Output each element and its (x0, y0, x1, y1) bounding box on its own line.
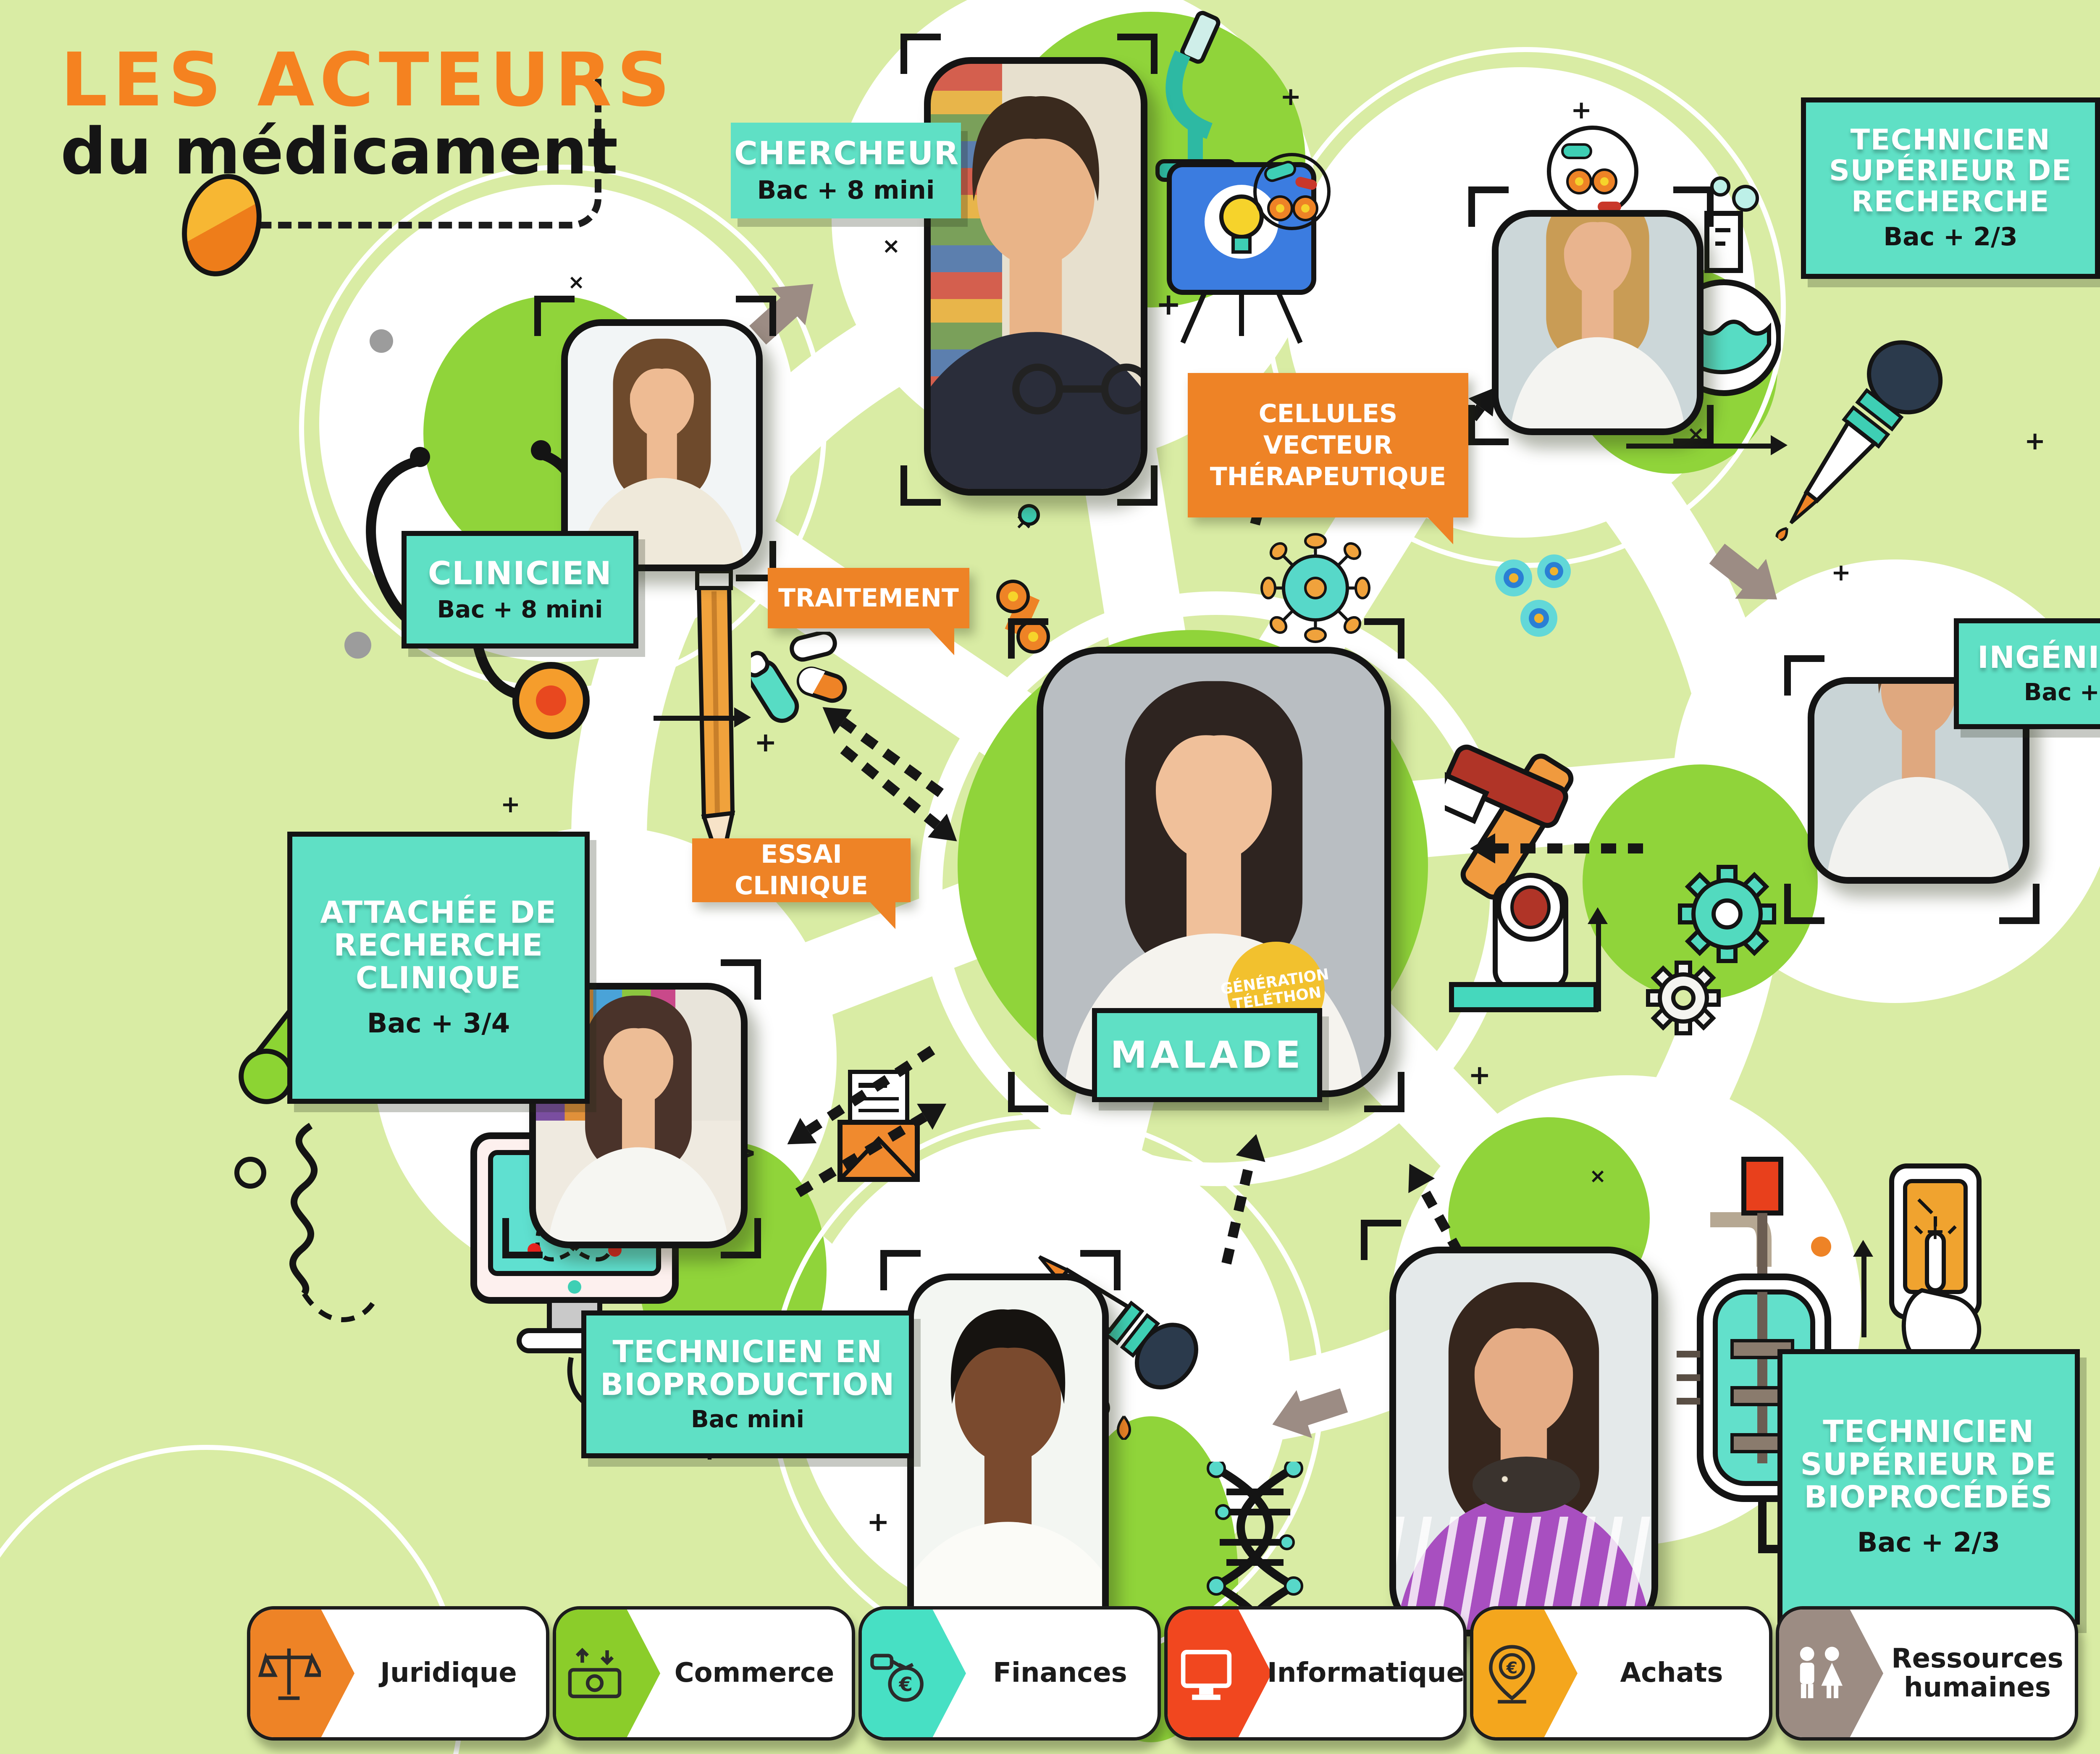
arrow-up-bioreactor (1853, 1240, 1873, 1337)
money-bag-icon: € (870, 1654, 924, 1702)
role-name: CHERCHEUR (734, 134, 959, 172)
robot-arm-icon (1445, 744, 1599, 1012)
legend-label: Ressources humaines (1891, 1643, 2063, 1703)
role-name: SUPÉRIEUR DE (1829, 154, 2072, 188)
bubble-essai-clinique: ESSAI CLINIQUE (692, 838, 911, 929)
gray-dot (370, 329, 393, 353)
title-dashed-line (252, 64, 601, 228)
arrow-pencil (654, 707, 751, 727)
role-label-tech-bioproduction: TECHNICIEN EN BIOPRODUCTION Bac mini (581, 1310, 914, 1458)
role-label-tech-sup-bioprocedes: TECHNICIEN SUPÉRIEUR DE BIOPROCÉDÉS Bac … (1777, 1349, 2080, 1625)
euro-glyph: € (899, 1673, 913, 1696)
role-label-clinicien: CLINICIEN Bac + 8 mini (402, 531, 638, 649)
photo-tech-bioproduction (907, 1273, 1109, 1670)
legend-item-finances: € Finances (858, 1606, 1161, 1741)
role-degree: Bac + 2/3 (1857, 1527, 2000, 1558)
scarf-decor (1473, 1456, 1580, 1513)
crop-corners-malade (1008, 618, 1404, 1112)
monitor-icon (1181, 1650, 1232, 1700)
center-label-malade: MALADE (1092, 1008, 1322, 1102)
role-name: CLINICIEN (428, 554, 612, 592)
legend-item-commerce: Commerce (553, 1606, 855, 1741)
role-name: ATTACHÉE DE (320, 895, 557, 930)
photo-tech-sup-bioprocedes (1389, 1247, 1658, 1636)
bubble-text: VECTEUR (1263, 430, 1393, 460)
people-icon (1800, 1646, 1843, 1699)
role-degree: Bac mini (691, 1406, 804, 1434)
photo-clinicien (561, 319, 763, 571)
cells-trio-icon (1495, 554, 1571, 637)
plus-mark: + (1280, 82, 1302, 111)
legend-item-informatique: Informatique (1164, 1606, 1467, 1741)
bubble-traitement: TRAITEMENT (768, 568, 969, 655)
bubble-cellules: CELLULES VECTEUR THÉRAPEUTIQUE (1188, 373, 1468, 544)
role-degree: Bac + 8 mini (437, 596, 603, 623)
role-name: RECHERCHE (333, 927, 543, 963)
bubble-text: THÉRAPEUTIQUE (1210, 462, 1446, 491)
gears-icon (1646, 865, 1776, 1035)
role-name: CLINIQUE (355, 960, 522, 995)
role-label-chercheur: CHERCHEUR Bac + 8 mini (731, 123, 961, 218)
photo-tech-sup-recherche (1492, 210, 1704, 435)
center-label-text: MALADE (1110, 1033, 1304, 1077)
legend-item-achats: € Achats (1470, 1606, 1772, 1741)
bubble-text: CELLULES (1258, 399, 1398, 428)
role-name: TECHNICIEN (1823, 1414, 2034, 1449)
plus-mark: + (1925, 1218, 1945, 1245)
bubble-text: TRAITEMENT (778, 583, 959, 613)
banknote-icon (568, 1648, 622, 1699)
gray-dot (344, 632, 371, 659)
legend-label: Commerce (674, 1657, 835, 1689)
page-title-line1: LES ACTEURS (60, 37, 675, 123)
legend-label: Achats (1620, 1657, 1723, 1689)
plus-mark: + (2024, 426, 2046, 456)
plus-mark: + (867, 1507, 890, 1538)
role-name: TECHNICIEN (1850, 123, 2051, 157)
plus-mark: + (1831, 559, 1851, 586)
role-label-tech-sup-recherche: TECHNICIEN SUPÉRIEUR DE RECHERCHE Bac + … (1801, 97, 2100, 279)
teal-dot (1018, 504, 1040, 526)
dotted-arrow-ingenieur-to-center (1495, 843, 1643, 853)
legend-label: Juridique (380, 1657, 517, 1689)
x-mark: × (882, 234, 900, 259)
plus-mark: + (1468, 1060, 1491, 1091)
legend-label: Informatique (1267, 1657, 1465, 1689)
molecule-ring-icon (1253, 153, 1331, 230)
role-label-attachee: ATTACHÉE DE RECHERCHE CLINIQUE Bac + 3/4 (287, 832, 590, 1104)
legend-label: Finances (993, 1657, 1127, 1689)
crop-corners-chercheur (900, 34, 1158, 506)
role-degree: Bac + 5 (2024, 679, 2100, 706)
arrow-up-robot (1588, 907, 1608, 1011)
role-name: TECHNICIEN EN (612, 1334, 883, 1369)
pipette-icon (1775, 340, 1943, 542)
role-label-ingenieur: INGÉNIEUR Bac + 5 (1954, 618, 2100, 729)
legend-item-juridique: Juridique (247, 1606, 549, 1741)
glasses-icon (1012, 363, 1141, 415)
plus-mark: + (754, 727, 777, 758)
role-name: RECHERCHE (1851, 185, 2050, 218)
crop-corners-ingenieur (1784, 655, 2040, 924)
role-degree: Bac + 2/3 (1883, 222, 2018, 252)
role-name: BIOPRODUCTION (600, 1366, 895, 1402)
photo-chercheur (924, 57, 1147, 496)
page-title-line2: du médicament (60, 114, 618, 189)
role-degree: Bac + 8 mini (757, 176, 935, 205)
euro-glyph: € (1506, 1659, 1517, 1677)
scales-icon (258, 1648, 321, 1700)
bubble-text: ESSAI CLINIQUE (735, 840, 868, 901)
pills-icon (751, 632, 847, 723)
role-name: BIOPROCÉDÉS (1804, 1479, 2053, 1515)
role-name: INGÉNIEUR (1977, 639, 2100, 675)
euro-pin-icon: € (1489, 1645, 1535, 1704)
plus-mark: + (1571, 95, 1592, 125)
role-name: SUPÉRIEUR DE (1800, 1447, 2057, 1482)
photo-ingenieur (1808, 677, 2029, 884)
plus-mark: + (501, 791, 520, 818)
arrow-under-techsup (1626, 435, 1788, 455)
x-mark: × (1589, 1164, 1606, 1188)
x-mark: × (568, 270, 585, 294)
plus-mark: + (1156, 286, 1181, 322)
legend-item-ressources-humaines: Ressources humaines (1776, 1606, 2078, 1741)
role-degree: Bac + 3/4 (367, 1008, 510, 1039)
